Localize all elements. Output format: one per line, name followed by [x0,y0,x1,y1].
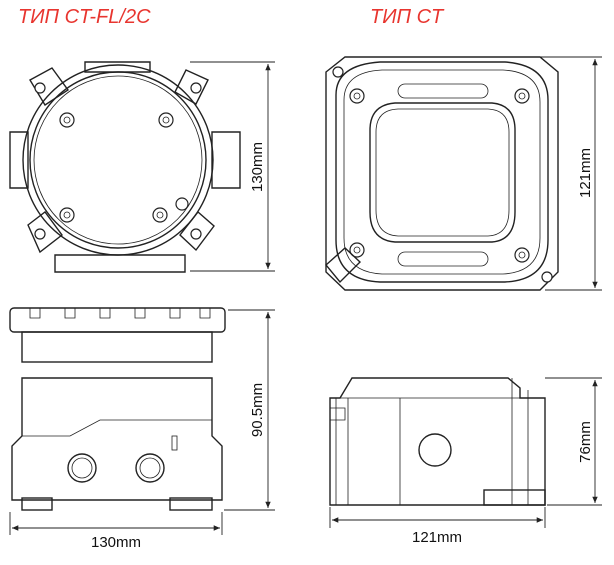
title-ct-fl-2c: ТИП CT-FL/2C [18,6,151,28]
title-ct: ТИП CT [370,6,444,28]
label-130mm-height: 130mm [249,142,266,192]
label-76mm: 76mm [577,421,594,463]
dim-right-width: 121mm [329,507,546,546]
label-130mm-width: 130mm [91,534,141,551]
dim-right-side-height: 76mm [545,377,602,506]
ct-side-view [329,377,546,506]
dim-left-side-height: 90.5mm [224,309,275,511]
dim-left-width: 130mm [9,512,223,551]
label-90-5mm: 90.5mm [249,383,266,437]
dim-right-top-height: 121mm [540,56,602,291]
label-121mm-height: 121mm [577,148,594,198]
label-121mm-width: 121mm [412,529,462,546]
ct-fl-side-view [9,307,226,511]
ct-fl-top-view [9,61,241,273]
dim-left-top-height: 130mm [190,61,275,272]
ct-top-view [325,56,559,291]
